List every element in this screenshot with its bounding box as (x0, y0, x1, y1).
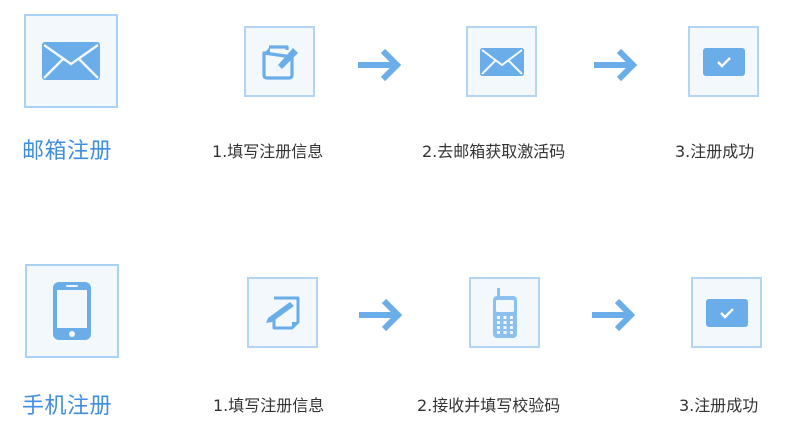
edit-document-icon (262, 292, 304, 334)
email-registration-title[interactable]: 邮箱注册 (22, 139, 113, 164)
phone-step-3-label: 3.注册成功 (679, 396, 759, 415)
envelope-icon (42, 42, 100, 80)
email-step-2-box (466, 26, 537, 97)
phone-step-1-box (247, 277, 318, 348)
check-card-icon (702, 47, 745, 76)
phone-step-1-label: 1.填写注册信息 (213, 396, 325, 415)
phone-step-3-box (691, 277, 762, 348)
email-step-1-label: 1.填写注册信息 (212, 142, 324, 161)
email-step-1-box (244, 26, 315, 97)
email-step-3-label: 3.注册成功 (675, 142, 755, 161)
email-step-3-box (688, 26, 759, 97)
phone-step-2-box (469, 277, 540, 348)
arrow-right-icon (357, 298, 403, 332)
smartphone-icon (53, 282, 91, 340)
edit-document-icon (259, 41, 301, 83)
mobile-phone-icon (492, 287, 517, 338)
phone-registration-title[interactable]: 手机注册 (22, 394, 113, 419)
check-card-icon (705, 298, 748, 327)
envelope-icon (479, 47, 524, 76)
phone-registration-button[interactable] (25, 264, 119, 358)
phone-step-2-label: 2.接收并填写校验码 (417, 396, 561, 415)
email-step-2-label: 2.去邮箱获取激活码 (422, 142, 566, 161)
email-registration-button[interactable] (24, 14, 118, 108)
arrow-right-icon (590, 298, 636, 332)
arrow-right-icon (592, 48, 638, 82)
arrow-right-icon (356, 48, 402, 82)
